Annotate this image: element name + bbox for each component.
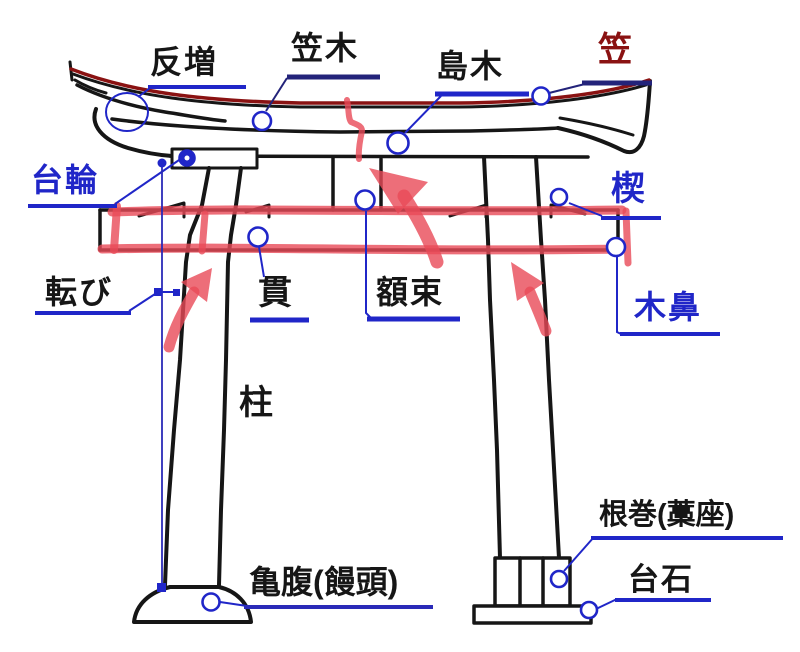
gakuzuka-marker-circle <box>354 189 376 211</box>
kibana-marker-circle <box>605 236 627 258</box>
label-sorimashi: 反増 <box>150 44 219 80</box>
roof-kasagi-beam <box>68 60 652 158</box>
label-kusabi: 楔 <box>611 170 647 208</box>
kasagi-marker-circle <box>251 110 273 132</box>
left-red-arrow <box>163 268 212 353</box>
shimagi-marker-circle <box>386 131 410 155</box>
kasagi-top-edge <box>69 67 651 105</box>
label-kasa: 笠 <box>598 31 634 69</box>
right-red-arrow <box>511 262 552 337</box>
center-red-arrow <box>369 168 444 269</box>
label-gakuzuka: 額束 <box>376 274 445 310</box>
label-kasagi: 笠木 <box>291 30 360 66</box>
sorimashi-marker-circle <box>105 92 149 132</box>
label-hashira: 柱 <box>239 384 275 422</box>
label-daiishi: 台石 <box>628 562 694 597</box>
label-nuki: 貫 <box>258 274 294 312</box>
label-daiwa: 台輪 <box>31 162 100 198</box>
korobi-reference-line <box>154 158 180 592</box>
kamebara-marker-circle <box>201 592 221 612</box>
nemaki-marker-circle <box>549 569 569 589</box>
leader-lines <box>114 77 622 610</box>
label-kamebara: 亀腹(饅頭) <box>249 564 399 600</box>
blue-annotations <box>28 74 783 620</box>
label-shimagi: 島木 <box>436 48 505 84</box>
daiishi-plate <box>472 604 593 625</box>
label-nemaki: 根巻(藁座) <box>599 499 735 531</box>
label-underlines <box>28 74 783 609</box>
label-kibana: 木鼻 <box>634 289 703 325</box>
kusabi-marker-circle <box>549 187 569 207</box>
label-korobi: 転び <box>45 274 114 310</box>
daiishi-marker-circle <box>579 600 599 620</box>
nuki-marker-circle <box>247 226 269 248</box>
kasa-marker-circle <box>531 86 551 106</box>
marker-circles <box>105 86 627 620</box>
red-squiggle-mark <box>344 97 365 162</box>
kamebara-dome <box>132 585 253 624</box>
right-pillar <box>482 155 561 560</box>
